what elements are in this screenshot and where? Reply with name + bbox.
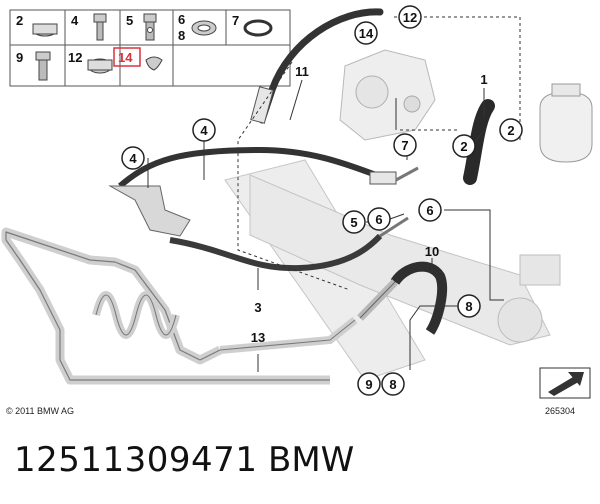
callout-circle-5 bbox=[342, 210, 366, 234]
callout-6a: 6 bbox=[375, 212, 382, 227]
legend-highlight-box bbox=[113, 47, 141, 67]
callout-9: 9 bbox=[365, 377, 372, 392]
clamp-icon bbox=[32, 23, 58, 37]
callout-8a: 8 bbox=[465, 299, 472, 314]
callout-1: 1 bbox=[480, 72, 487, 87]
bolt-icon bbox=[93, 13, 107, 41]
hose-11 bbox=[250, 8, 384, 124]
callout-circle-4b bbox=[121, 146, 145, 170]
legend-num-9: 9 bbox=[16, 50, 23, 65]
callout-circle-9 bbox=[357, 372, 381, 396]
diagram-id: 265304 bbox=[545, 406, 575, 416]
callout-4a: 4 bbox=[200, 123, 208, 138]
callouts: 12 14 11 1 2 2 7 4 4 5 6 6 10 8 3 13 9 8 bbox=[121, 5, 523, 396]
callout-10: 10 bbox=[425, 244, 439, 259]
orientation-arrow-icon bbox=[539, 367, 591, 399]
banjo-bolt-icon bbox=[143, 13, 157, 41]
legend-num-7: 7 bbox=[232, 13, 239, 28]
legend-num-2: 2 bbox=[16, 13, 23, 28]
callout-circle-14 bbox=[354, 21, 378, 45]
hose-clamp-icon bbox=[87, 58, 113, 74]
legend-num-8: 8 bbox=[178, 28, 185, 43]
callout-circle-2a bbox=[499, 118, 523, 142]
callout-8b: 8 bbox=[389, 377, 396, 392]
seal-ring-icon bbox=[191, 20, 217, 36]
callout-circle-12 bbox=[398, 5, 422, 29]
clip-icon bbox=[145, 56, 163, 71]
legend-num-14: 14 bbox=[118, 50, 133, 65]
callout-3: 3 bbox=[254, 300, 261, 315]
callout-14: 14 bbox=[359, 26, 374, 41]
reservoir-drawing bbox=[539, 83, 593, 163]
callout-13: 13 bbox=[251, 330, 265, 345]
legend-num-6: 6 bbox=[178, 12, 185, 27]
copyright-text: © 2011 BMW AG bbox=[6, 406, 74, 416]
legend-num-12: 12 bbox=[68, 50, 82, 65]
leader-lines bbox=[147, 16, 521, 385]
callout-5: 5 bbox=[350, 215, 357, 230]
part-number: 12511309471 bbox=[14, 440, 258, 480]
bracket bbox=[108, 185, 191, 237]
hollow-screw-icon bbox=[35, 51, 51, 81]
legend-num-4: 4 bbox=[71, 13, 79, 28]
callout-2b: 2 bbox=[460, 139, 467, 154]
callout-4b: 4 bbox=[129, 151, 137, 166]
callout-6b: 6 bbox=[426, 203, 433, 218]
callout-circle-8b bbox=[381, 372, 405, 396]
callout-circle-2b bbox=[452, 134, 476, 158]
callout-circle-4a bbox=[192, 118, 216, 142]
callout-7: 7 bbox=[401, 138, 408, 153]
cooler-coil bbox=[1, 227, 358, 385]
pump-drawing bbox=[339, 49, 436, 141]
brand-name: BMW bbox=[268, 440, 355, 480]
callout-2a: 2 bbox=[507, 123, 514, 138]
callout-circle-7 bbox=[393, 133, 417, 157]
o-ring-icon bbox=[243, 19, 273, 37]
hose-3 bbox=[169, 216, 409, 272]
hose-10 bbox=[357, 261, 448, 335]
callout-11: 11 bbox=[295, 64, 309, 79]
parts-legend: 2 4 5 6 8 7 9 12 14 bbox=[9, 9, 291, 87]
hose-1 bbox=[463, 99, 495, 185]
callout-circle-6a bbox=[367, 207, 391, 231]
callout-circle-8a bbox=[457, 294, 481, 318]
callout-circle-6b bbox=[418, 198, 442, 222]
parts-diagram: 2 4 5 6 8 7 9 12 14 bbox=[1, 5, 593, 416]
legend-num-5: 5 bbox=[126, 13, 133, 28]
callout-12-top: 12 bbox=[403, 10, 417, 25]
